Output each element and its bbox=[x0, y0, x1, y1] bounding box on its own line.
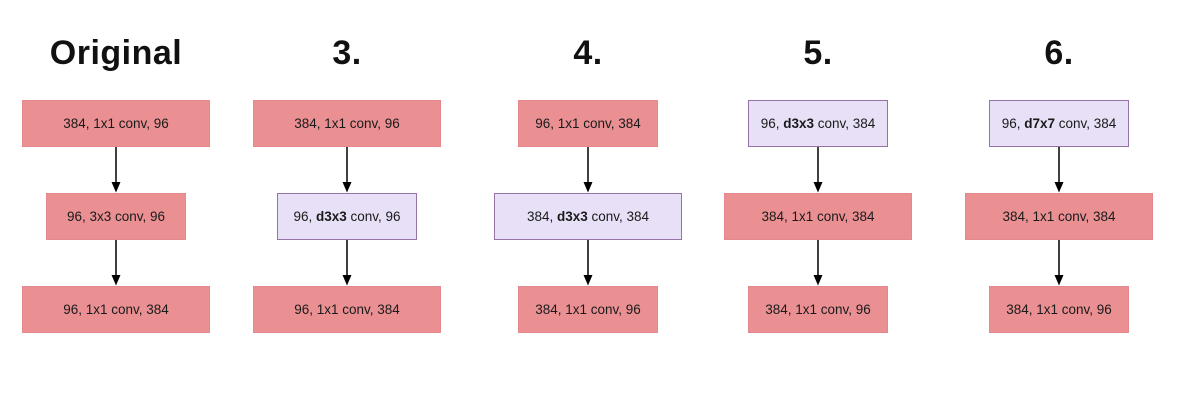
conv-box: 96, 3x3 conv, 96 bbox=[46, 193, 186, 240]
conv-box: 384, 1x1 conv, 96 bbox=[22, 100, 210, 147]
block-design-column: 5. 96, d3x3 conv, 384 384, 1x1 conv, 384 3… bbox=[724, 0, 912, 333]
arrow-down-icon bbox=[812, 240, 824, 286]
conv-box: 96, 1x1 conv, 384 bbox=[22, 286, 210, 333]
conv-box: 384, 1x1 conv, 96 bbox=[518, 286, 658, 333]
conv-box-label: 96, 1x1 conv, 384 bbox=[63, 302, 169, 317]
conv-box: 96, d3x3 conv, 96 bbox=[277, 193, 417, 240]
conv-box: 96, d7x7 conv, 384 bbox=[989, 100, 1129, 147]
conv-box-label: 96, 1x1 conv, 384 bbox=[294, 302, 400, 317]
arrow-down-icon bbox=[812, 147, 824, 193]
conv-box-label: 96, bbox=[293, 209, 316, 224]
conv-box-label: 384, 1x1 conv, 96 bbox=[535, 302, 641, 317]
conv-box-label-bold: d3x3 bbox=[783, 116, 814, 131]
conv-box-label: conv, 96 bbox=[346, 209, 401, 224]
conv-box-label: 96, bbox=[1001, 116, 1025, 131]
conv-box-label-bold: d3x3 bbox=[556, 209, 588, 224]
conv-box: 384, 1x1 conv, 384 bbox=[965, 193, 1153, 240]
column-header: Original bbox=[49, 34, 183, 72]
column-header: 4. bbox=[573, 34, 603, 72]
arrow-down-icon bbox=[110, 147, 122, 193]
arrow-down-icon bbox=[582, 147, 594, 193]
block-design-column: 6. 96, d7x7 conv, 384 384, 1x1 conv, 384 3… bbox=[965, 0, 1153, 333]
conv-box: 384, 1x1 conv, 384 bbox=[724, 193, 912, 240]
conv-box: 384, 1x1 conv, 96 bbox=[989, 286, 1129, 333]
conv-box-label: 384, 1x1 conv, 96 bbox=[1006, 302, 1112, 317]
conv-box-label: 384, 1x1 conv, 96 bbox=[294, 116, 400, 131]
conv-stack: 96, d7x7 conv, 384 384, 1x1 conv, 384 384,… bbox=[965, 100, 1153, 333]
arrow-down-icon bbox=[341, 147, 353, 193]
conv-box-label: 384, 1x1 conv, 384 bbox=[1002, 209, 1116, 224]
conv-box-label: 96, 3x3 conv, 96 bbox=[66, 209, 166, 224]
conv-stack: 384, 1x1 conv, 96 96, d3x3 conv, 96 96, 1x… bbox=[253, 100, 441, 333]
conv-box-label: conv, 384 bbox=[587, 209, 650, 224]
conv-stack: 384, 1x1 conv, 96 96, 3x3 conv, 96 96, 1x1… bbox=[22, 100, 210, 333]
block-design-column: Original 384, 1x1 conv, 96 96, 3x3 conv, … bbox=[22, 0, 210, 333]
column-header: 3. bbox=[332, 34, 362, 72]
conv-stack: 96, d3x3 conv, 384 384, 1x1 conv, 384 384,… bbox=[724, 100, 912, 333]
conv-box: 384, 1x1 conv, 96 bbox=[253, 100, 441, 147]
conv-box-label: 384, 1x1 conv, 96 bbox=[765, 302, 871, 317]
arrow-down-icon bbox=[1053, 147, 1065, 193]
conv-box-label-bold: d7x7 bbox=[1024, 116, 1055, 131]
conv-box-label: 384, bbox=[526, 209, 557, 224]
conv-box-label: 384, 1x1 conv, 384 bbox=[761, 209, 875, 224]
conv-box-label: conv, 384 bbox=[814, 116, 876, 131]
arrow-down-icon bbox=[341, 240, 353, 286]
conv-box: 96, 1x1 conv, 384 bbox=[518, 100, 658, 147]
arrow-down-icon bbox=[110, 240, 122, 286]
conv-box-label: 384, 1x1 conv, 96 bbox=[63, 116, 169, 131]
conv-box-label: 96, 1x1 conv, 384 bbox=[535, 116, 641, 131]
column-header: 5. bbox=[803, 34, 833, 72]
conv-box: 384, 1x1 conv, 96 bbox=[748, 286, 888, 333]
conv-box-label: conv, 384 bbox=[1055, 116, 1117, 131]
conv-box-label-bold: d3x3 bbox=[315, 209, 347, 224]
column-header: 6. bbox=[1044, 34, 1074, 72]
arrow-down-icon bbox=[1053, 240, 1065, 286]
conv-box-label: 96, bbox=[760, 116, 784, 131]
arrow-down-icon bbox=[582, 240, 594, 286]
conv-box: 384, d3x3 conv, 384 bbox=[494, 193, 682, 240]
conv-box: 96, d3x3 conv, 384 bbox=[748, 100, 888, 147]
conv-box: 96, 1x1 conv, 384 bbox=[253, 286, 441, 333]
